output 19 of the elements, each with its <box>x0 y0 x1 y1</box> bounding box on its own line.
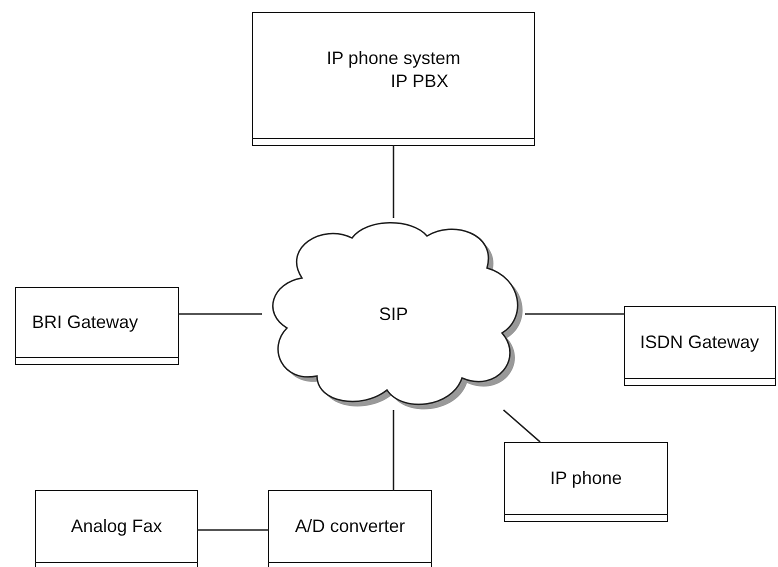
device-box <box>624 306 776 386</box>
connector-line <box>503 409 541 443</box>
device-box <box>15 287 179 365</box>
device-box <box>252 12 535 146</box>
connector-line <box>179 313 262 315</box>
node-label: SIP <box>378 302 408 326</box>
connector-line <box>198 529 268 531</box>
device-box <box>35 490 198 567</box>
node-label: BRI Gateway <box>32 310 138 334</box>
node-label: IP phone system <box>326 47 460 70</box>
connector-line <box>392 146 394 218</box>
connector-line <box>525 313 624 315</box>
device-box <box>268 490 432 567</box>
node-label: Analog Fax <box>70 514 162 538</box>
node-label: ISDN Gateway <box>640 330 760 354</box>
node-label: IP PBX <box>390 70 448 92</box>
node-label: A/D converter <box>294 514 406 538</box>
node-label: IP phone <box>550 466 622 490</box>
device-box <box>504 442 668 522</box>
